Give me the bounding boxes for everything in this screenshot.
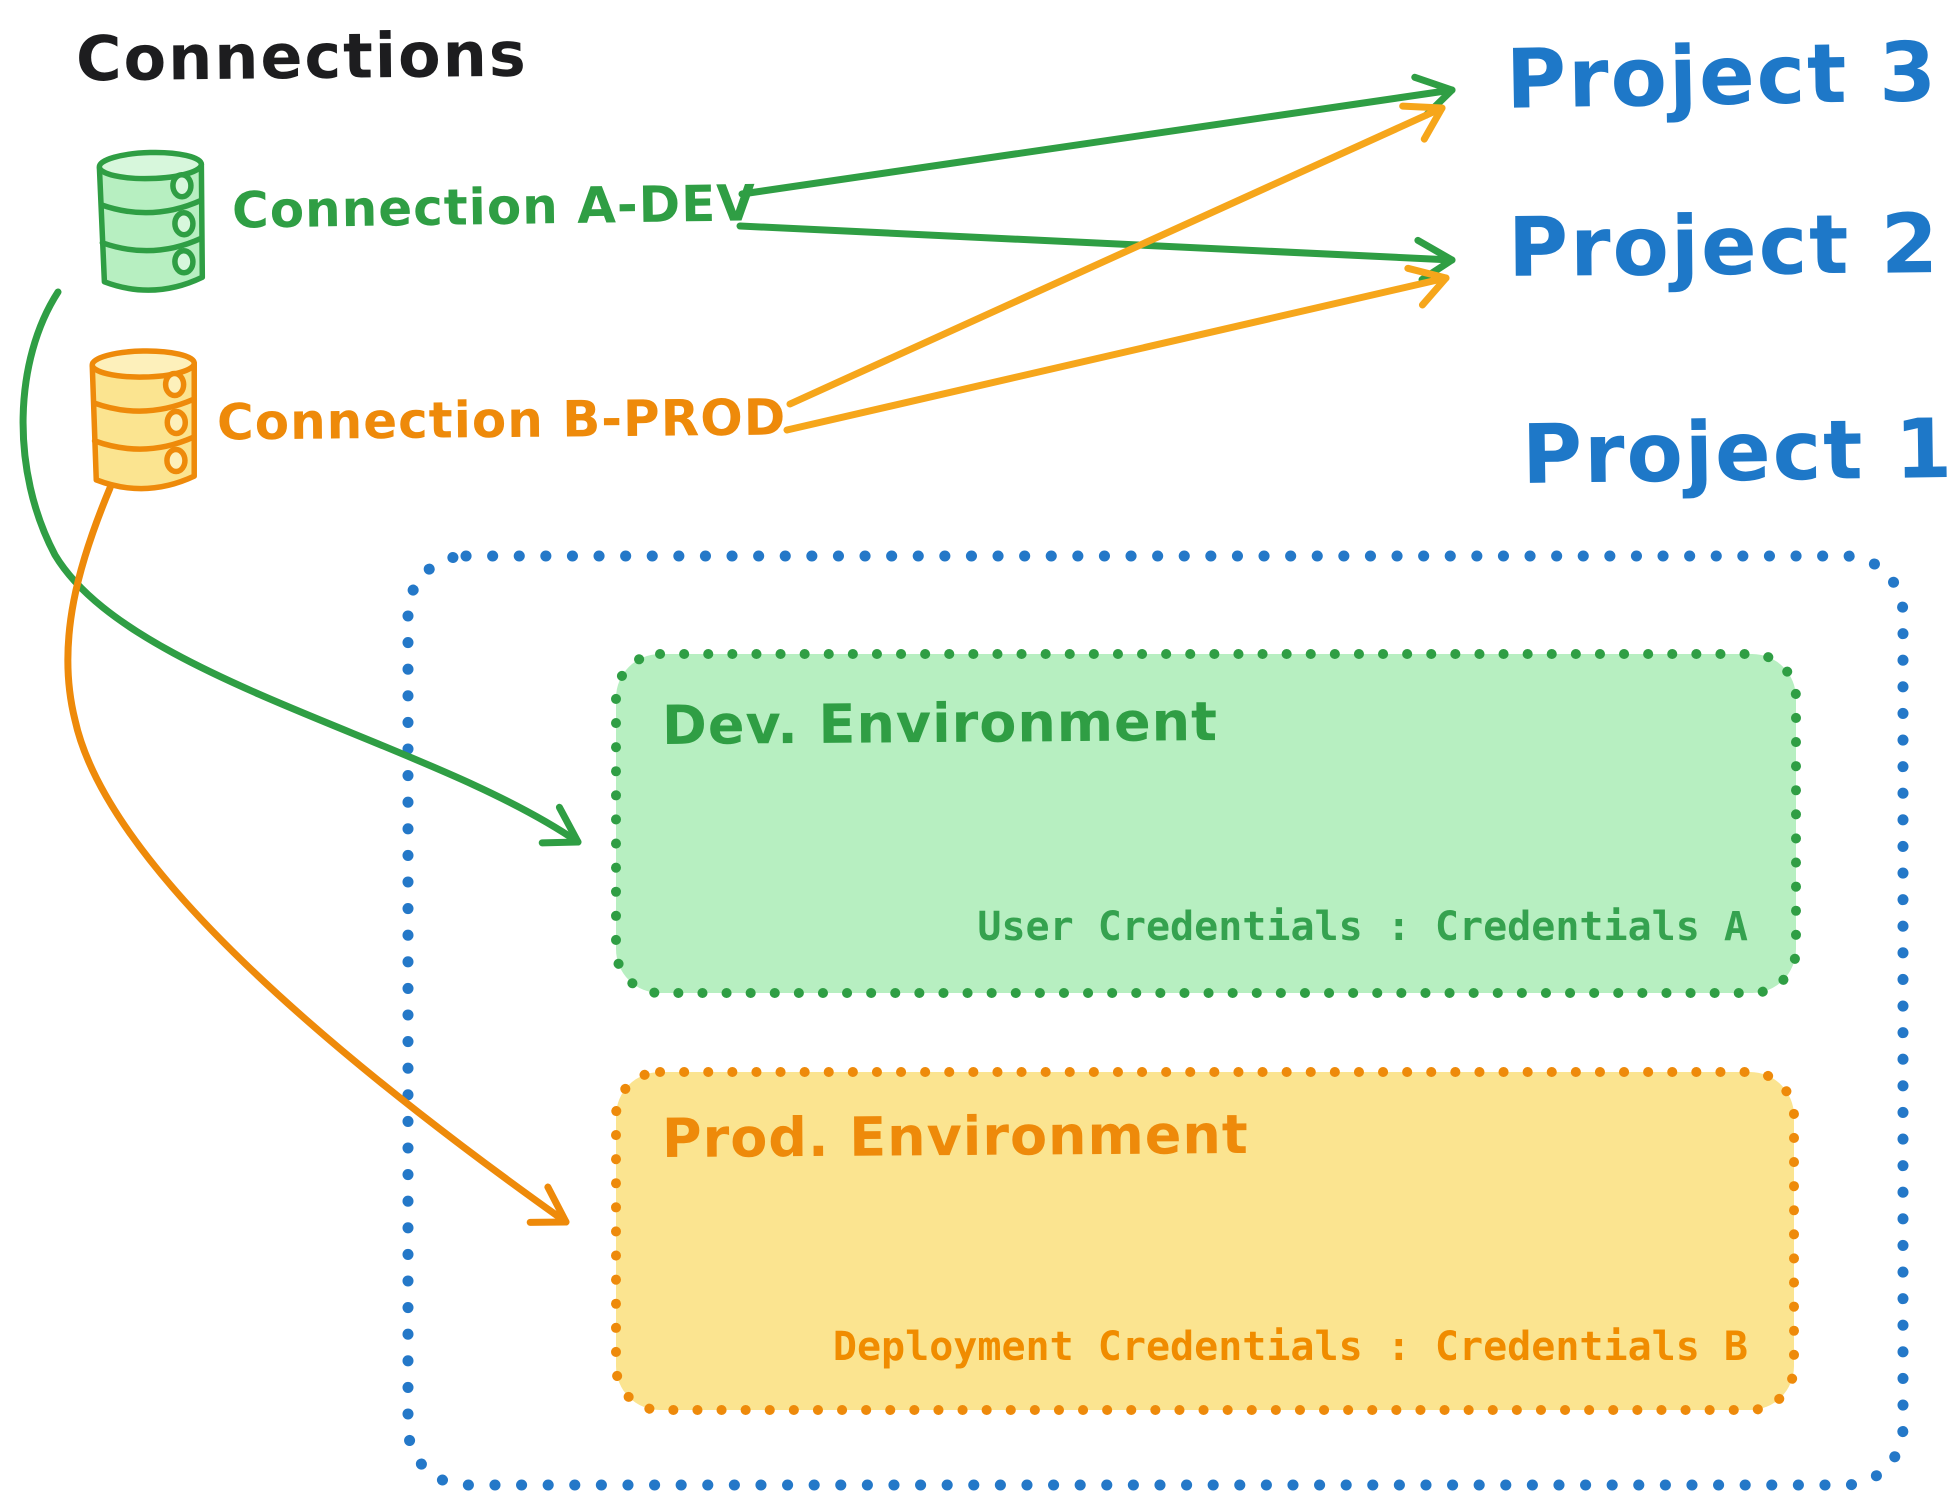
database-icon-a-dev (96, 149, 206, 293)
arrow-a-dev-to-project-3 (738, 73, 1456, 198)
project-3-label: Project 3 (1505, 25, 1939, 128)
arrow-a-dev-to-project-2 (736, 222, 1456, 284)
project1-boundary-box (402, 550, 1909, 1491)
project-2-label: Project 2 (1507, 197, 1941, 296)
arrow-b-prod-to-project-2 (783, 264, 1450, 434)
arrow-b-prod-to-prod-environment (64, 484, 570, 1226)
prod-environment-box (611, 1067, 1799, 1415)
arrow-a-dev-to-dev-environment (19, 288, 582, 847)
prod-environment-title: Prod. Environment (661, 1102, 1249, 1171)
connection-a-dev-label: Connection A-DEV (231, 174, 757, 240)
page-title: Connections (75, 17, 529, 96)
dev-environment-credentials: User Credentials : Credentials A (977, 904, 1748, 950)
prod-environment-credentials: Deployment Credentials : Credentials B (832, 1324, 1748, 1370)
project-1-label: Project 1 (1521, 401, 1948, 504)
arrow-b-prod-to-project-3 (786, 102, 1446, 408)
dev-environment-box (611, 649, 1801, 998)
database-icon-b-prod (89, 348, 197, 492)
connection-b-prod-label: Connection B-PROD (216, 388, 787, 452)
dev-environment-title: Dev. Environment (661, 690, 1219, 757)
